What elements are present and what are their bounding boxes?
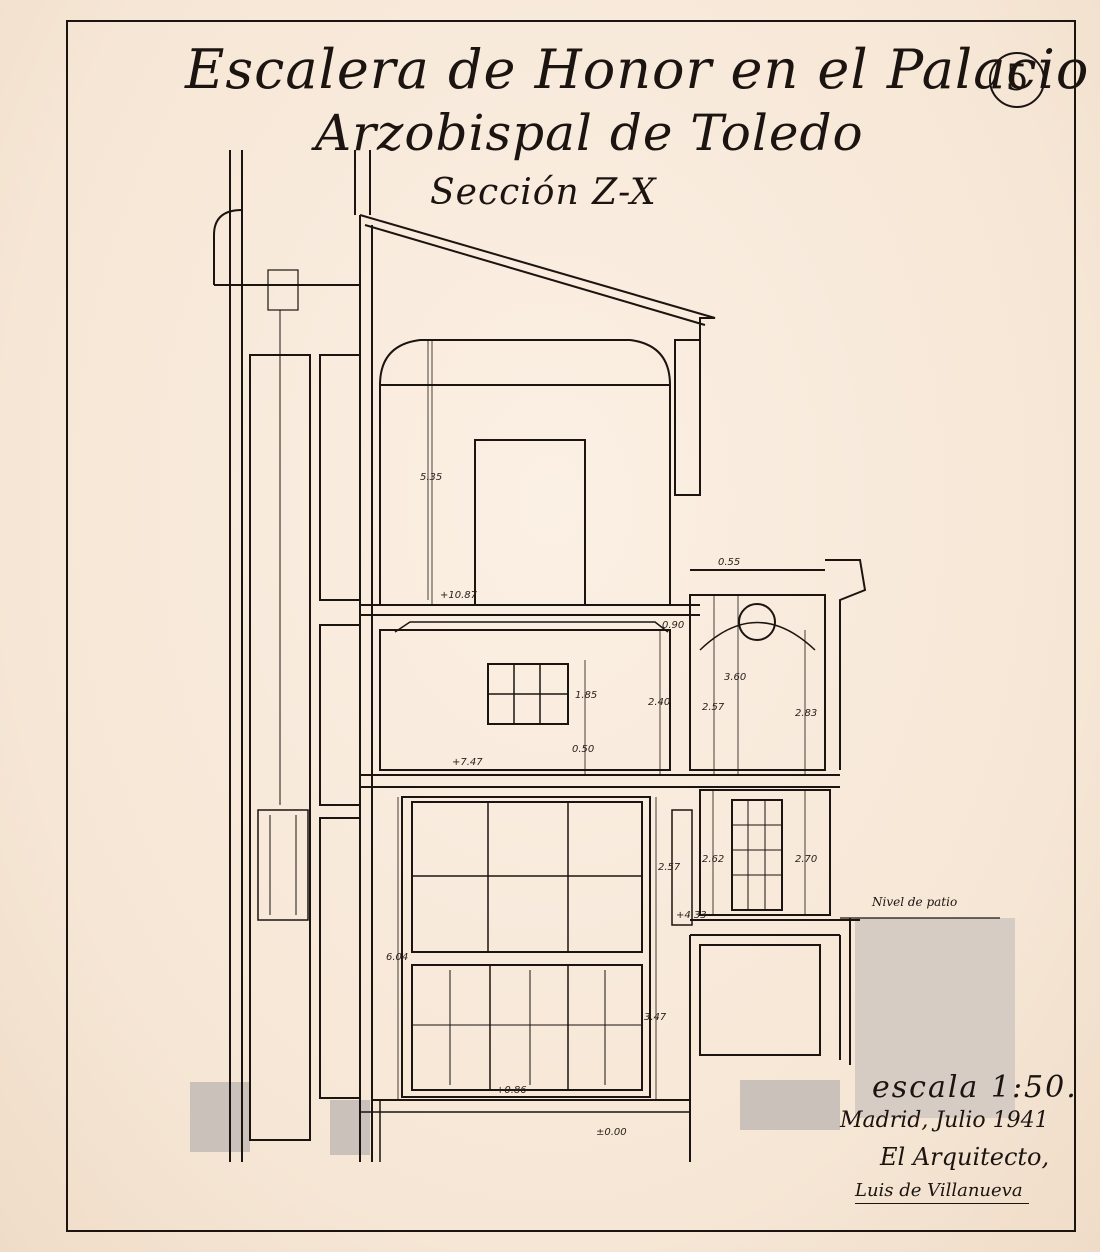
dim-label: 2.57: [702, 702, 725, 713]
dim-label: 2.70: [795, 854, 817, 865]
oculus-window: [738, 603, 776, 641]
dim-label: 5.35: [420, 472, 442, 483]
niche-2: [319, 624, 361, 806]
patio-ground-hatch: [855, 918, 1015, 1118]
dim-label: 1.85: [575, 690, 597, 701]
upper-room-vault: [379, 339, 671, 605]
patio-level-label: Nivel de patio: [872, 895, 958, 909]
architect-signature: Luis de Villanueva: [855, 1180, 1029, 1204]
lower-upper-glazing: [411, 801, 643, 953]
upper-side-wall: [674, 339, 701, 496]
niche-3: [319, 817, 361, 1099]
dim-label: 3.47: [644, 1012, 667, 1023]
basement-room: [699, 944, 821, 1056]
lantern: [257, 809, 309, 921]
level-label: +10.87: [440, 590, 478, 601]
sheet-number-badge: 5: [989, 52, 1045, 108]
lantern-pulley: [267, 269, 299, 311]
scale-note: escala 1:50.: [872, 1070, 1078, 1105]
dim-label: 3.60: [724, 672, 746, 683]
dim-label: 2.40: [648, 697, 670, 708]
title-line-2: Arzobispal de Toledo: [315, 104, 864, 162]
right-annex-lower: [699, 789, 831, 916]
level-label: ±0.00: [596, 1127, 627, 1138]
dim-label: 2.57: [658, 862, 681, 873]
annex-paneled-door: [731, 799, 783, 911]
dim-label: 0.90: [662, 620, 684, 631]
lower-room-frame: [401, 796, 651, 1098]
level-label: +7.47: [452, 757, 483, 768]
ground-hatch-right: [740, 1080, 840, 1130]
place-date: Madrid, Julio 1941: [840, 1108, 1049, 1133]
section-title: Sección Z-X: [430, 172, 657, 213]
sheet-border: [66, 20, 1076, 1232]
annex-window-mullion: [671, 809, 693, 926]
architect-label: El Arquitecto,: [880, 1143, 1050, 1171]
roof-slope-inner: [364, 224, 706, 326]
title-line-1: Escalera de Honor en el Palacio: [185, 38, 1090, 101]
dimension-lines: [397, 340, 806, 1100]
dim-label: 0.50: [572, 744, 594, 755]
tower-arch: [213, 209, 243, 285]
ground-hatch-left: [190, 1082, 250, 1152]
dim-label: 0.55: [718, 557, 740, 568]
drawing-linework: [190, 150, 1015, 1162]
upper-door: [474, 439, 586, 606]
dim-label: 2.62: [702, 854, 724, 865]
middle-coffer: [394, 621, 669, 633]
niche-1: [319, 354, 361, 601]
lower-door-screen: [411, 964, 643, 1091]
level-label: +0.86: [496, 1085, 527, 1096]
dim-label: 6.04: [386, 952, 408, 963]
dim-label: 2.83: [795, 708, 817, 719]
ground-hatch-mid: [330, 1100, 370, 1155]
middle-room: [379, 629, 671, 771]
roof-slope: [359, 214, 716, 340]
annex-cornice-profile: [825, 559, 867, 770]
right-annex-upper: [689, 594, 826, 771]
level-label: +4.33: [676, 910, 707, 921]
